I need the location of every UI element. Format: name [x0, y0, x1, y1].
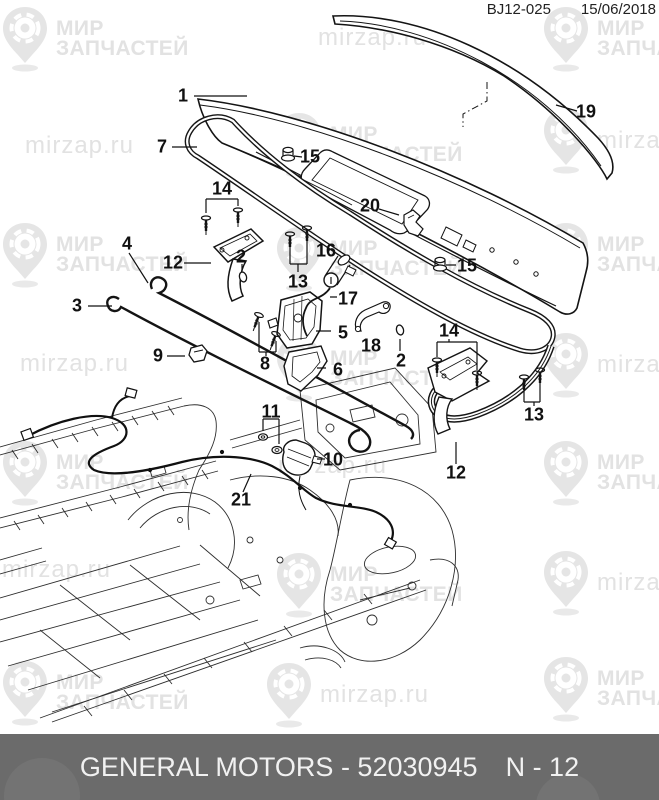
clip-part [403, 209, 424, 237]
brand-pin-icon [544, 551, 588, 616]
watermark-url: mirzap.ru [2, 556, 111, 584]
hinge-left-part [212, 228, 265, 302]
brand-pin-icon [544, 657, 588, 722]
body-structure-art [0, 367, 459, 723]
footer-bar: GENERAL MOTORS - 52030945 N - 12 [0, 734, 659, 800]
footer-page-ref: N - 12 [505, 751, 580, 782]
brand-pin-icon [544, 441, 588, 506]
watermark-url-text: mirzap.ru [597, 351, 659, 378]
drawing-date: 15/06/2018 [580, 1, 656, 18]
trunk-lid-part [196, 98, 589, 315]
footer-title: GENERAL MOTORS - 52030945 [79, 751, 478, 782]
watermark-url: mirzap.ru [543, 550, 659, 616]
release-lever-part [354, 301, 391, 333]
spoiler-part [331, 14, 614, 181]
actuator-part [282, 439, 323, 476]
drawing-code: BJ12-025 [486, 1, 551, 18]
brand-pin-icon [3, 223, 47, 288]
watermark-url: mirzap.ru [266, 662, 429, 728]
brand-pin-icon [277, 553, 321, 618]
watermark-url-text: mirzap.ru [320, 681, 430, 708]
brand-pin-icon [277, 227, 321, 292]
brand-pin-icon [267, 663, 311, 728]
weatherstrip-part [184, 114, 556, 355]
lock-cylinder-part [302, 254, 357, 337]
grommet-parts [238, 271, 405, 336]
callout-leader-lines [88, 95, 578, 493]
torsion-bars-part [106, 276, 415, 453]
washer-parts [257, 433, 283, 455]
brand-pin-icon [544, 333, 588, 398]
watermark-url-text: mirzap.ru [2, 556, 112, 583]
brand-pin-icon [544, 7, 588, 72]
footer-watermark-circle [4, 758, 80, 800]
exploded-diagram [0, 14, 614, 723]
brand-pin-icon [3, 661, 47, 726]
hinge-right-part [427, 344, 555, 435]
harness-part [20, 387, 398, 550]
watermark-url: mirzap.ru [20, 350, 129, 378]
watermark-url-text: mirzap.ru [20, 350, 130, 377]
watermark-url-text: mirzap.ru [25, 132, 135, 159]
brand-pin-icon [3, 7, 47, 72]
striker-part [283, 345, 328, 392]
drawing-header: BJ12-025 15/06/2018 [487, 1, 656, 18]
watermark-url: mirzap.ru [25, 132, 134, 160]
watermark-url-text: mirzap.ru [597, 569, 659, 596]
brand-pin-icon [3, 441, 47, 506]
watermark-url: mirzap.ru [543, 332, 659, 398]
